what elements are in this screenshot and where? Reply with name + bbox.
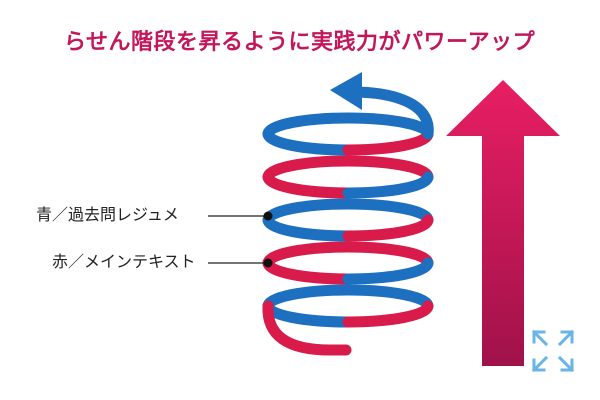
coil-back-5 (262, 284, 434, 312)
coil-back-1 (262, 112, 434, 140)
coil-front-1a (262, 128, 354, 156)
coil-front-4b (342, 257, 434, 285)
power-up-arrow (446, 80, 560, 366)
coil-back-2 (262, 155, 434, 183)
spiral-arrowhead (330, 72, 362, 110)
leader-dot-blue (263, 211, 273, 221)
expand-button[interactable] (524, 322, 582, 380)
coil-front-3a (262, 214, 354, 242)
expand-arrows-icon (531, 329, 575, 373)
legend-label-blue: 青／過去問レジュメ (36, 205, 179, 224)
coil-front-1b (342, 128, 434, 156)
legend-label-red: 赤／メインテキスト (52, 252, 196, 271)
spiral-coils (262, 86, 434, 356)
coil-bottom-tail (262, 300, 352, 356)
coil-front-2a (262, 171, 354, 199)
coil-back-4 (262, 241, 434, 269)
coil-front-5a (262, 300, 354, 328)
coil-back-3 (262, 198, 434, 226)
coil-front-2b (342, 171, 434, 199)
coil-top-arc (346, 86, 434, 140)
coil-front-5b (342, 300, 434, 328)
diagram-title: らせん階段を昇るように実践力がパワーアップ (64, 30, 536, 55)
coil-front-3b (342, 214, 434, 242)
coil-front-4a (262, 257, 354, 285)
leader-dot-red (263, 258, 273, 268)
